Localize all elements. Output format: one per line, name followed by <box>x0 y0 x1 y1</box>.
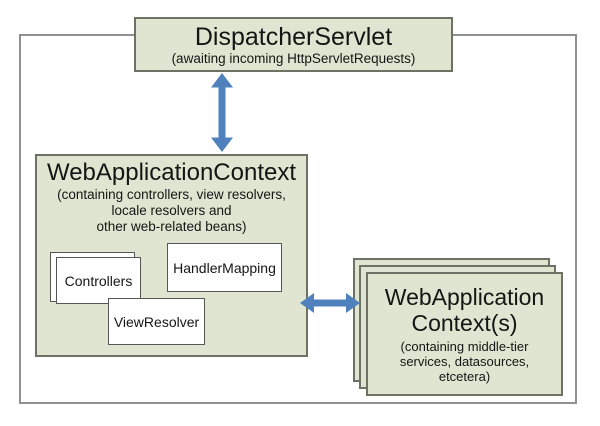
dispatcher-to-webcontext-arrow-icon <box>211 73 233 152</box>
web-application-context-title: WebApplicationContext <box>46 159 297 186</box>
view-resolver-box: ViewResolver <box>108 298 205 345</box>
dispatcher-servlet-title: DispatcherServlet <box>194 22 393 51</box>
root-context-title-line-1: WebApplication <box>384 284 545 310</box>
webcontext-to-rootcontext-arrow-icon <box>300 293 360 313</box>
handler-mapping-label: HandlerMapping <box>173 259 276 276</box>
web-context-subtitle-line-2: locale resolvers and <box>111 203 232 218</box>
root-context-subtitle-line-2: services, datasources, <box>399 354 530 369</box>
web-context-subtitle-line-1: (containing controllers, view resolvers, <box>57 187 286 202</box>
dispatcher-servlet-subtitle: (awaiting incoming HttpServletRequests) <box>171 50 416 66</box>
handler-mapping-box: HandlerMapping <box>167 243 282 292</box>
dispatcher-servlet-box: DispatcherServlet (awaiting incoming Htt… <box>134 17 453 72</box>
root-context-title-line-2: Context(s) <box>411 310 518 336</box>
root-context-box: WebApplication Context(s) (containing mi… <box>366 272 563 396</box>
root-context-subtitle-line-1: (containing middle-tier <box>400 339 529 354</box>
view-resolver-label: ViewResolver <box>113 313 200 330</box>
root-context-subtitle-line-3: etcetera) <box>438 369 491 384</box>
controllers-box: Controllers <box>56 257 141 304</box>
web-context-subtitle-line-3: other web-related beans) <box>96 219 247 234</box>
controllers-label: Controllers <box>64 272 133 289</box>
